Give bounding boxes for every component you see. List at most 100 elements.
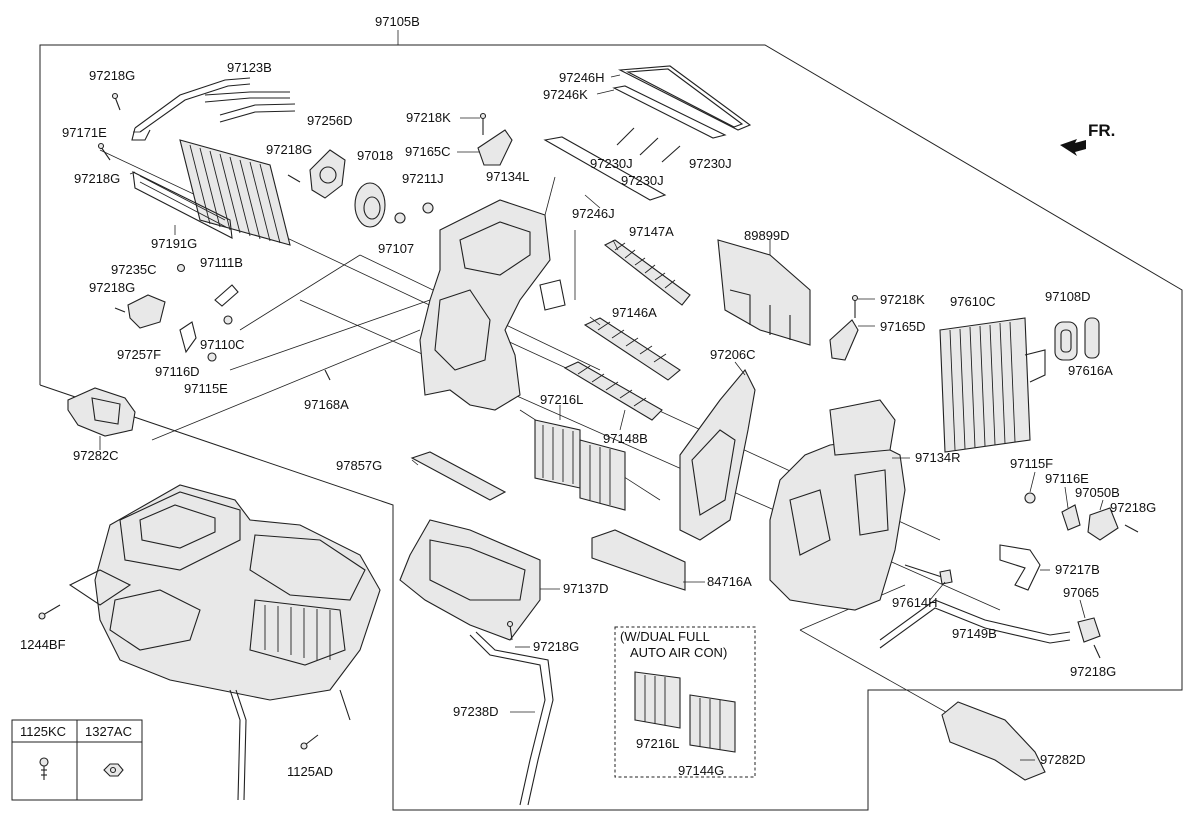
callout-97115e: 97115E [184,381,228,396]
pin-97168a [324,369,331,381]
screw-1125ad [300,734,319,750]
sensor-97614h [904,564,953,585]
callout-97134l: 97134L [486,169,529,184]
actuator-97256d [309,149,346,199]
assembly-label: 97105B [375,14,420,29]
screw-97218g-mid [287,174,301,183]
callout-97218k-1: 97218K [406,110,451,125]
assembly-boundary [39,30,1183,811]
screw-97218g-left [97,142,111,161]
filter-frame-97246j [543,136,667,201]
callout-97211j: 97211J [402,171,444,186]
evaporator-97610c [939,317,1046,453]
duct-97282d [941,701,1046,781]
callout-97246h: 97246H [559,70,605,85]
callout-97218g-6: 97218G [1070,664,1116,679]
hose-97217b [999,544,1041,591]
actuator-97257f [127,294,166,329]
callout-97218g-4: 97218G [89,280,135,295]
callout-97123b: 97123B [227,60,272,75]
callout-97111b: 97111B [200,255,243,270]
blower-motor-97018 [354,182,386,228]
callout-97065: 97065 [1063,585,1099,600]
callout-97137d: 97137D [563,581,609,596]
seal-97108d [1054,321,1078,361]
callout-97610c: 97610C [950,294,996,309]
callout-97110c: 97110C [200,337,245,352]
callout-97218g-5: 97218G [1110,500,1156,515]
callout-97218g-7: 97218G [533,639,579,654]
bolt-icon [39,757,49,780]
drain-hose-97149b [879,599,1071,649]
callout-97238d: 97238D [453,704,499,719]
callout-97165d: 97165D [880,319,926,334]
callout-97107: 97107 [378,241,414,256]
callout-97230j-2: 97230J [621,173,664,188]
callout-97148b: 97148B [603,431,648,446]
callout-1125ad: 1125AD [287,764,333,779]
callout-97149b: 97149B [952,626,997,641]
screw-97218g-top [111,92,121,111]
screw-97218k-right [851,294,859,318]
heater-pipes-97123b [131,77,296,141]
lever-97235c [176,263,186,273]
nut-icon [103,763,124,777]
door-97148b [563,361,663,421]
callout-97614h: 97614H [892,595,938,610]
drain-hose-97238d [469,631,554,806]
callout-97218k-2: 97218K [880,292,925,307]
callout-97230j-1: 97230J [590,156,633,171]
callout-97235c: 97235C [111,262,157,277]
actuator-97065 [1077,617,1101,643]
callout-97218g-1: 97218G [89,68,135,83]
bracket-97165d [829,319,859,361]
callout-97115f: 97115F [1010,456,1053,471]
callout-1244bf: 1244BF [20,637,66,652]
callout-97144g: 97144G [678,763,724,778]
case-right-97134r [769,399,906,611]
clip-97115f [1024,492,1036,504]
filter-cover-97246h [618,65,752,131]
callout-97282c: 97282C [73,448,119,463]
callout-97246j: 97246J [572,206,615,221]
lever-97111b [214,284,239,307]
callout-97218g-3: 97218G [266,142,312,157]
front-direction-label: FR. [1088,121,1115,140]
callout-84716a: 84716A [707,574,752,589]
screw-1244bf [38,604,61,620]
callout-97018: 97018 [357,148,393,163]
callout-89899d: 89899D [744,228,790,243]
fastener-header-1327ac: 1327AC [85,724,132,739]
callout-labels: 97218G 97123B 97171E 97218G 97256D 97218… [20,60,1156,779]
filter-97857g [410,451,507,501]
callout-97230j-3: 97230J [689,156,732,171]
fastener-table [11,719,143,801]
callout-97134r: 97134R [915,450,961,465]
lower-case-97137d [399,519,541,641]
link-97116e [1061,504,1081,531]
callout-97165c: 97165C [405,144,451,159]
option-box-line2: AUTO AIR CON) [630,645,727,660]
callout-97282d: 97282D [1040,752,1086,767]
callout-97050b: 97050B [1075,485,1120,500]
duct-97282c [67,387,136,437]
door-97147a [603,239,691,306]
callout-97206c: 97206C [710,347,756,362]
callout-97171e: 97171E [62,125,107,140]
screw-97218g-bottom-right [1093,644,1101,659]
callout-97217b: 97217B [1055,562,1100,577]
callout-leaders [99,74,1104,761]
callout-97246k: 97246K [543,87,588,102]
seal-84716a [591,529,686,591]
actuator-97050b [1087,507,1119,541]
hvac-assembly [68,484,381,801]
lever-97110c [223,315,233,325]
door-97146a [583,317,681,381]
callout-97116e: 97116E [1045,471,1089,486]
grommet-97107 [394,212,406,224]
option-box [614,626,756,778]
callout-97216l-2: 97216L [636,736,679,751]
filter-seal-97246k [612,85,727,139]
seal-97616a [1084,317,1100,359]
